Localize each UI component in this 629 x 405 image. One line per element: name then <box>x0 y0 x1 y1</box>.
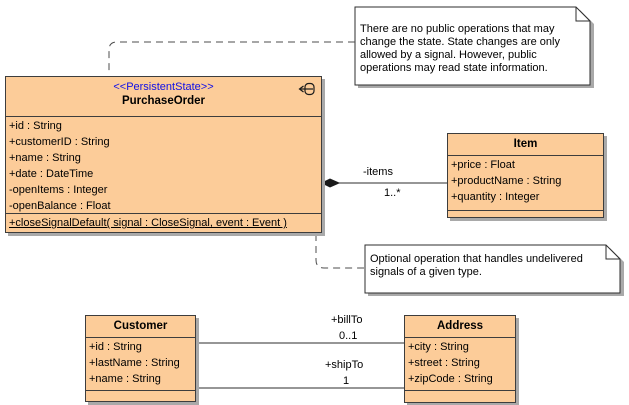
class-header: Customer <box>86 316 195 337</box>
class-name[interactable]: Item <box>513 138 538 150</box>
association-items-role-label[interactable]: -items <box>363 166 393 178</box>
attribute[interactable]: +city : String <box>408 341 469 353</box>
attribute[interactable]: +name : String <box>9 152 81 164</box>
attributes-compartment: +city : String +street : String +zipCode… <box>405 337 515 390</box>
class-name[interactable]: Customer <box>113 320 168 332</box>
attribute[interactable]: +zipCode : String <box>408 373 493 385</box>
attribute[interactable]: +lastName : String <box>89 357 180 369</box>
attribute[interactable]: +name : String <box>89 373 161 385</box>
note-state-shape[interactable] <box>354 6 591 86</box>
association-shipto-multiplicity-label[interactable]: 1 <box>343 375 350 387</box>
class-header: Address <box>405 316 515 337</box>
class-customer[interactable]: Customer +id : String +lastName : String… <box>85 315 196 402</box>
association-shipto-role-label[interactable]: +shipTo <box>325 359 364 371</box>
operations-compartment: +closeSignalDefault( signal : CloseSigna… <box>6 213 321 232</box>
attribute[interactable]: +customerID : String <box>9 136 110 148</box>
association-items-multiplicity-label[interactable]: 1..* <box>384 187 401 199</box>
class-purchase-order[interactable]: <<PersistentState>> PurchaseOrder +id : … <box>5 76 322 233</box>
attributes-compartment: +id : String +customerID : String +name … <box>6 116 321 213</box>
attributes-compartment: +id : String +lastName : String +name : … <box>86 337 195 390</box>
operations-compartment <box>448 210 603 217</box>
attribute[interactable]: -openBalance : Float <box>9 200 111 212</box>
note-optional-text: Optional operation that handles undelive… <box>370 253 583 278</box>
class-stereotype: <<PersistentState>> <box>113 81 214 93</box>
class-header: <<PersistentState>> PurchaseOrder <box>6 77 321 116</box>
note-state-fold-icon <box>575 7 590 22</box>
note-optional-shape[interactable] <box>364 244 621 294</box>
association-billto-role-label[interactable]: +billTo <box>331 314 363 326</box>
operations-compartment <box>405 390 515 402</box>
operation[interactable]: +closeSignalDefault( signal : CloseSigna… <box>9 217 287 230</box>
attributes-compartment: +price : Float +productName : String +qu… <box>448 155 603 210</box>
attribute[interactable]: -openItems : Integer <box>9 184 108 196</box>
state-machine-icon <box>298 82 315 96</box>
attribute[interactable]: +date : DateTime <box>9 168 94 180</box>
operations-compartment <box>86 390 195 401</box>
attribute[interactable]: +quantity : Integer <box>451 191 540 203</box>
note-optional-fold-icon <box>605 245 620 260</box>
class-address[interactable]: Address +city : String +street : String … <box>404 315 516 403</box>
class-name[interactable]: PurchaseOrder <box>121 95 206 107</box>
class-name[interactable]: Address <box>436 320 484 332</box>
note-state-text: There are no public operations that may … <box>360 23 560 74</box>
attribute[interactable]: +price : Float <box>451 159 515 171</box>
attribute[interactable]: +id : String <box>9 120 62 132</box>
attribute[interactable]: +id : String <box>89 341 142 353</box>
note-optional-anchor-line[interactable] <box>315 234 364 269</box>
association-billto-multiplicity-label[interactable]: 0..1 <box>339 330 358 342</box>
attribute[interactable]: +street : String <box>408 357 480 369</box>
attribute[interactable]: +productName : String <box>451 175 562 187</box>
class-item[interactable]: Item +price : Float +productName : Strin… <box>447 133 604 218</box>
composition-diamond-icon <box>320 178 341 188</box>
class-header: Item <box>448 134 603 155</box>
note-state-anchor-line[interactable] <box>108 41 355 75</box>
